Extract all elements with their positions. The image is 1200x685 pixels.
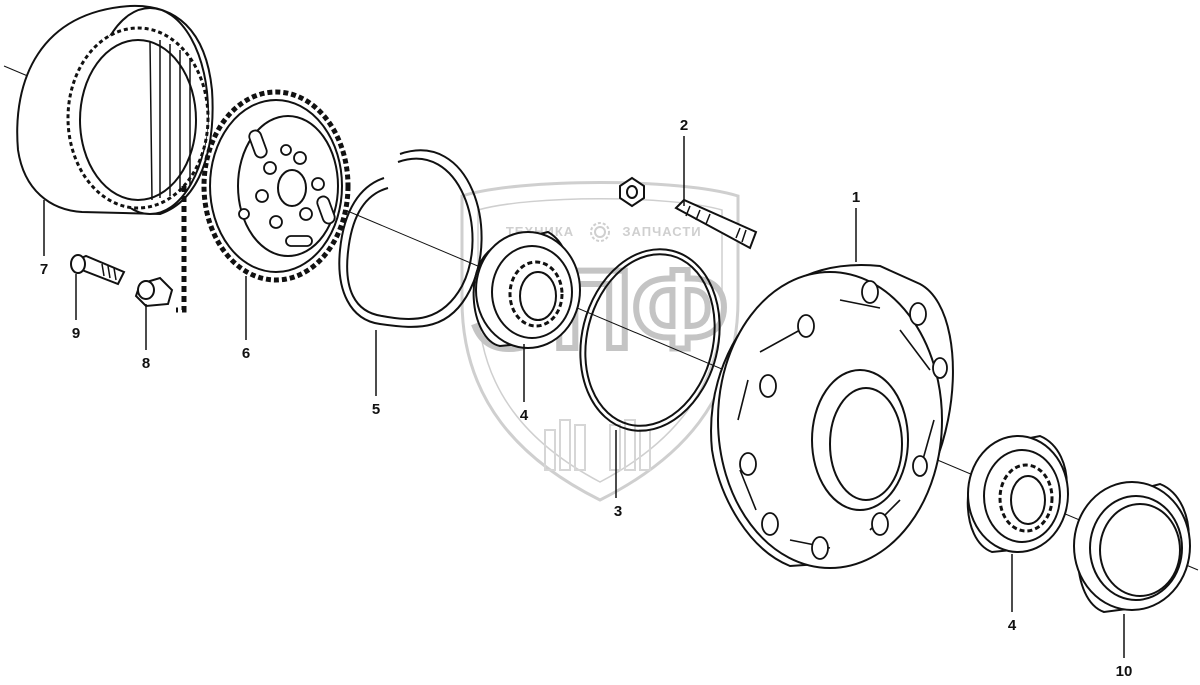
callout-10: 10 [1116,663,1133,680]
watermark-industry-icon [544,419,651,471]
bolt-head [70,254,86,274]
stud-thread [685,205,747,243]
hub-bolt-holes [739,280,948,560]
callout-9: 9 [72,325,80,342]
callout-2: 2 [680,117,688,134]
part-2-stud [674,198,758,250]
part-4-bearing-right [966,434,1069,554]
bolt-thread [101,263,117,281]
callout-numbers: 1 2 3 4 4 5 6 7 8 9 10 [40,117,1133,680]
callout-4-left: 4 [520,407,529,424]
part-1-wheel-hub [710,264,954,569]
callout-3: 3 [614,503,622,520]
ring-gear-bore [79,39,197,201]
part-8-pin [134,276,174,308]
callout-7: 7 [40,261,48,278]
pin-end [137,280,155,300]
ring-gear-inner-splines [149,40,191,201]
carrier-gear-bore [277,169,307,207]
gear-icon [590,222,610,242]
watermark-brand-top-right: ЗАПЧАСТИ [622,224,701,239]
part-3-o-ring [579,248,721,432]
pin-location-dashed-leader [176,186,187,313]
part-4-bearing-left [472,230,581,349]
part-6-carrier-gear [201,89,351,283]
callout-1: 1 [852,189,860,206]
part-9-bolt [70,254,126,286]
callout-8: 8 [142,355,150,372]
callout-6: 6 [242,345,250,362]
part-10-seal [1073,481,1191,614]
callout-4-right: 4 [1008,617,1017,634]
callout-5: 5 [372,401,380,418]
part-5-snap-ring [338,149,483,328]
part-2-nut [619,176,645,208]
carrier-gear-bolt-holes [238,144,325,229]
carrier-gear-slots [248,129,336,247]
watermark-shield-inner [477,198,723,483]
watermark-shield [460,181,740,502]
callout-leaders [43,136,1125,658]
hub-bore-inner [829,387,903,501]
part-7-ring-gear [16,4,214,216]
